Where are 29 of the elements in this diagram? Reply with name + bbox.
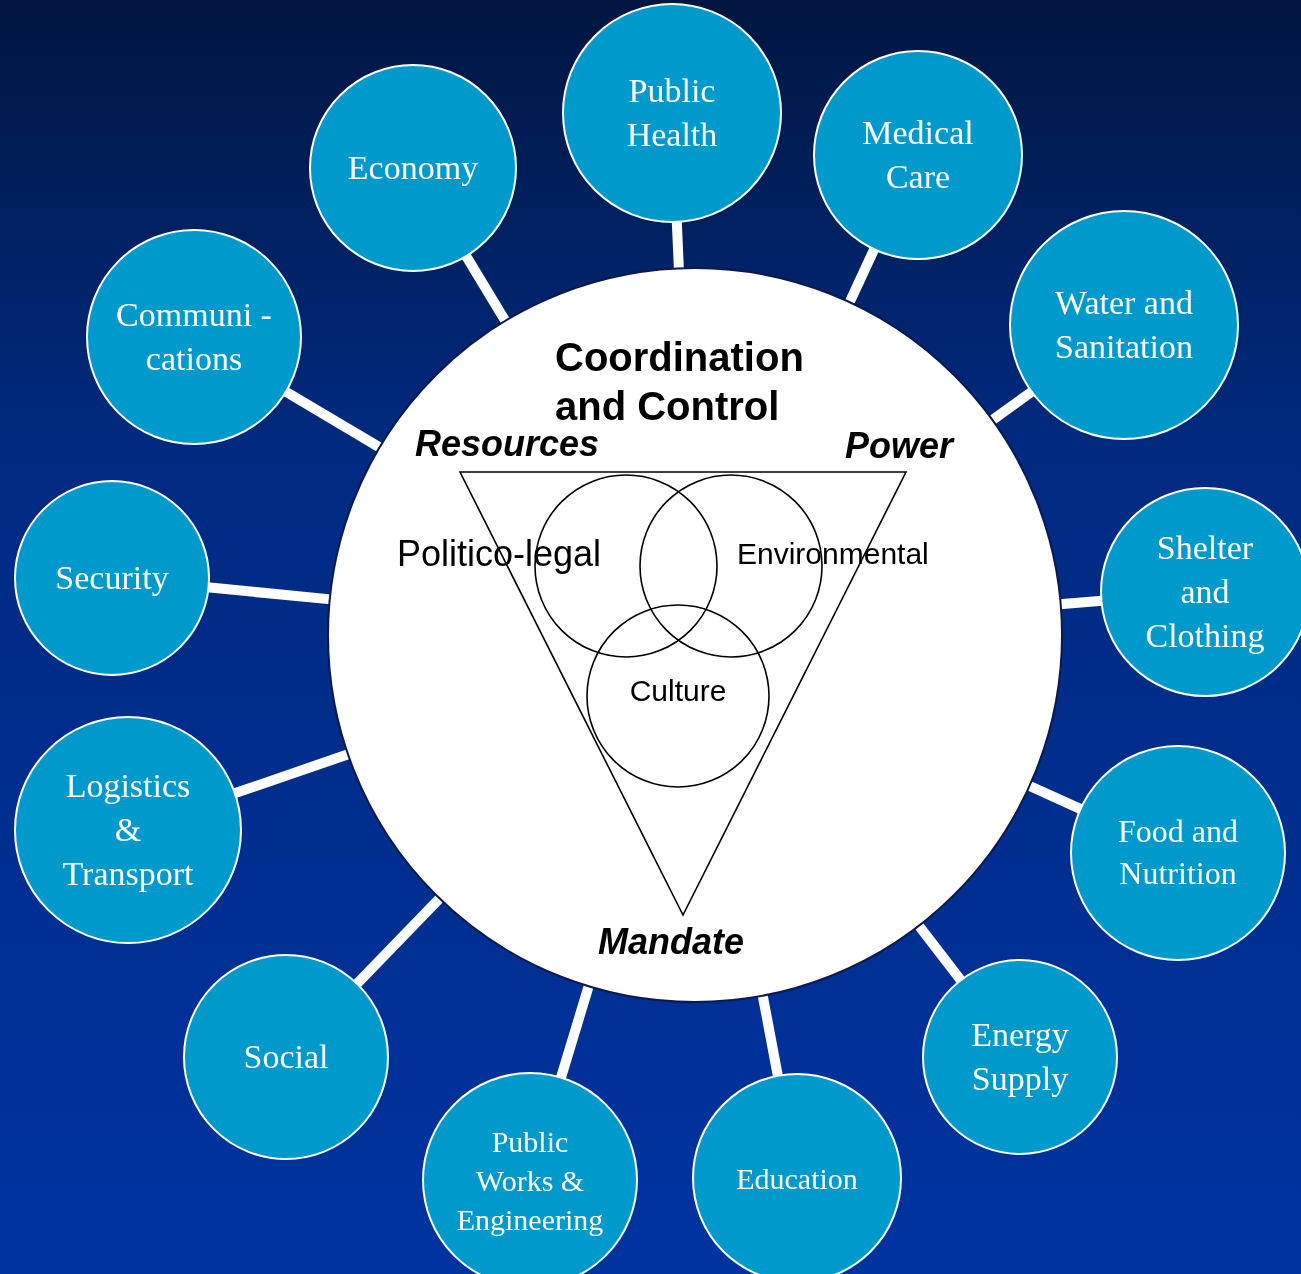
connector-line: [282, 386, 383, 453]
connector-line: [555, 983, 594, 1080]
topic-circle: Logistics & Transport: [14, 716, 242, 944]
connector-line: [988, 387, 1036, 425]
topic-circle: Water and Sanitation: [1009, 210, 1239, 440]
connector-line: [914, 921, 966, 984]
circle-label: Culture: [628, 674, 728, 708]
connector-line: [207, 582, 332, 605]
topic-circle: Economy: [309, 64, 517, 272]
connector-line: [352, 894, 444, 988]
connector-line: [844, 246, 880, 306]
topic-circle: Social: [183, 954, 389, 1160]
topic-circle: Shelter and Clothing: [1100, 487, 1301, 697]
connector-line: [1026, 781, 1084, 814]
topic-circle: Food and Nutrition: [1070, 745, 1286, 961]
connector-line: [671, 220, 684, 270]
connector-line: [461, 252, 511, 325]
connector-line: [1059, 595, 1103, 610]
topic-circle: Public Works & Engineering: [422, 1072, 638, 1274]
connector-line: [757, 993, 783, 1078]
topic-circle: Education: [692, 1073, 902, 1274]
topic-circle: Public Health: [562, 3, 782, 223]
topic-circle: Medical Care: [813, 50, 1023, 260]
connector-line: [232, 749, 351, 799]
corner-label: Power: [845, 425, 954, 467]
topic-circle: Energy Supply: [922, 959, 1118, 1155]
corner-label: Mandate: [598, 921, 745, 963]
topic-circle: Communi -cations: [86, 229, 302, 445]
topic-circle: Security: [14, 480, 210, 676]
